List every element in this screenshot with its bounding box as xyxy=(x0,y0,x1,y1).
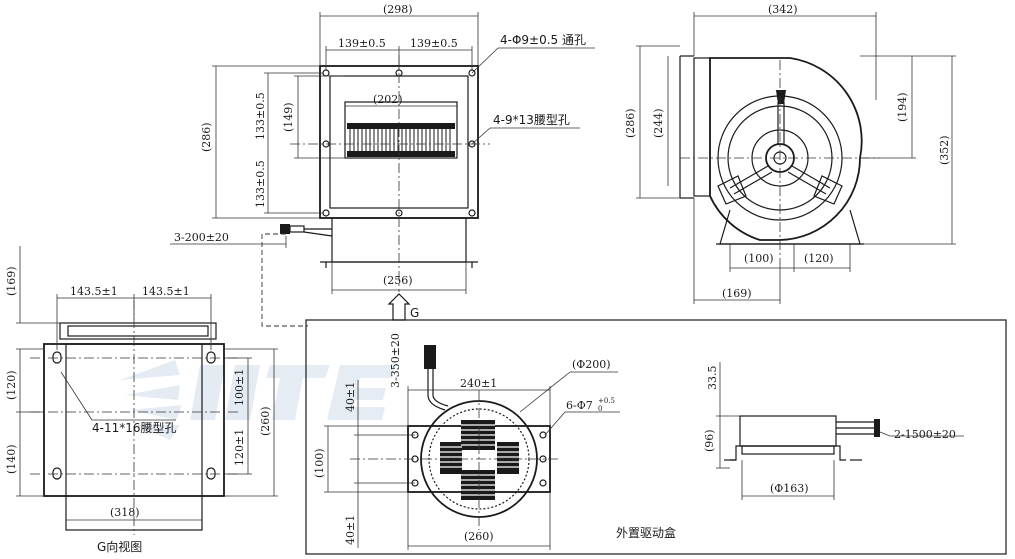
dim-drive-33: 33.5 xyxy=(706,366,719,391)
dim-front-139-left: 139±0.5 xyxy=(338,37,386,50)
g-top-flange xyxy=(59,322,217,340)
dim-drive-40-bottom: 40±1 xyxy=(344,515,357,545)
dim-front-width: (298) xyxy=(383,3,413,16)
front-view: (298) 139±0.5 139±0.5 (202) (286) (149) … xyxy=(170,3,595,327)
drive-cable xyxy=(424,345,449,411)
dim-drive-diameter: (Φ200) xyxy=(572,358,611,371)
dim-side-352: (352) xyxy=(938,135,951,165)
dim-side-flange-height: (286) xyxy=(624,108,637,138)
motor-brackets xyxy=(717,90,843,205)
dim-drive-96: (96) xyxy=(703,429,716,452)
dim-drive-100: (100) xyxy=(313,448,326,478)
dim-drive-240: 240±1 xyxy=(460,377,497,390)
dim-side-120: (120) xyxy=(804,252,834,265)
dim-front-133-bottom: 133±0.5 xyxy=(254,160,267,208)
note-drive-holes-tol-up: +0.5 xyxy=(598,397,615,405)
dim-front-cable: 3-200±20 xyxy=(174,231,229,244)
note-drive-holes-tol-down: 0 xyxy=(598,405,602,413)
note-through-holes: 4-Φ9±0.5 通孔 xyxy=(500,33,586,47)
svg-text:G: G xyxy=(410,306,419,320)
drive-box-side xyxy=(724,415,880,461)
dim-drive-cable: 3-350±20 xyxy=(389,333,402,388)
drive-box-frame xyxy=(305,319,1007,555)
dim-g-120: (120) xyxy=(5,370,18,400)
caption-drive-box: 外置驱动盒 xyxy=(616,525,676,540)
heatsink-fins xyxy=(440,420,519,500)
dim-g-143-right: 143.5±1 xyxy=(142,285,190,298)
dim-g-140: (140) xyxy=(5,444,18,474)
note-waist-holes: 4-9*13腰型孔 xyxy=(493,113,570,127)
dim-side-169: (169) xyxy=(722,287,752,300)
scroll-housing xyxy=(709,57,863,241)
dim-g-260: (260) xyxy=(259,406,272,436)
dim-drive-260: (260) xyxy=(464,530,494,543)
drive-box-panel: 240±1 3-350±20 (Φ200) 6-Φ7 +0.5 0 40±1 4… xyxy=(305,319,1007,555)
dim-g-100: 100±1 xyxy=(233,369,246,406)
dim-side-100: (100) xyxy=(744,252,774,265)
dim-drive-163: (Φ163) xyxy=(770,482,809,495)
g-mounting-holes xyxy=(52,351,216,480)
outlet-opening xyxy=(344,101,458,159)
dim-side-194: (194) xyxy=(896,92,909,122)
dim-drive-cable2: 2-1500±20 xyxy=(894,428,956,441)
dim-base-width: (256) xyxy=(383,274,413,287)
front-cable-gland xyxy=(280,224,333,237)
dim-side-width: (342) xyxy=(768,3,798,16)
note-g-holes: 4-11*16腰型孔 xyxy=(92,421,177,435)
watermark-logo xyxy=(120,360,395,440)
view-g-arrow: G xyxy=(387,293,419,321)
side-view: (342) (286) (244) (194) (352) (100) (120… xyxy=(624,3,956,304)
side-flange xyxy=(693,57,711,197)
dim-front-height: (286) xyxy=(200,122,213,152)
dim-outlet-width: (202) xyxy=(373,93,403,106)
dim-side-244: (244) xyxy=(652,108,665,138)
dim-g-169: (169) xyxy=(5,266,18,296)
dim-drive-40-top: 40±1 xyxy=(344,382,357,412)
dim-front-133-top: 133±0.5 xyxy=(254,92,267,140)
dim-g-143-left: 143.5±1 xyxy=(70,285,118,298)
note-drive-holes: 6-Φ7 xyxy=(566,399,593,412)
dim-g-120-tol: 120±1 xyxy=(233,429,246,466)
dim-outlet-height: (149) xyxy=(282,102,295,132)
dim-g-318: (318) xyxy=(110,506,140,519)
g-view: (169) 143.5±1 143.5±1 (120) (140) 100±1 … xyxy=(5,246,278,554)
caption-g-view: G向视图 xyxy=(97,539,142,554)
impeller-blades xyxy=(347,123,455,157)
dim-front-139-right: 139±0.5 xyxy=(410,37,458,50)
cable-route-line xyxy=(261,233,308,327)
